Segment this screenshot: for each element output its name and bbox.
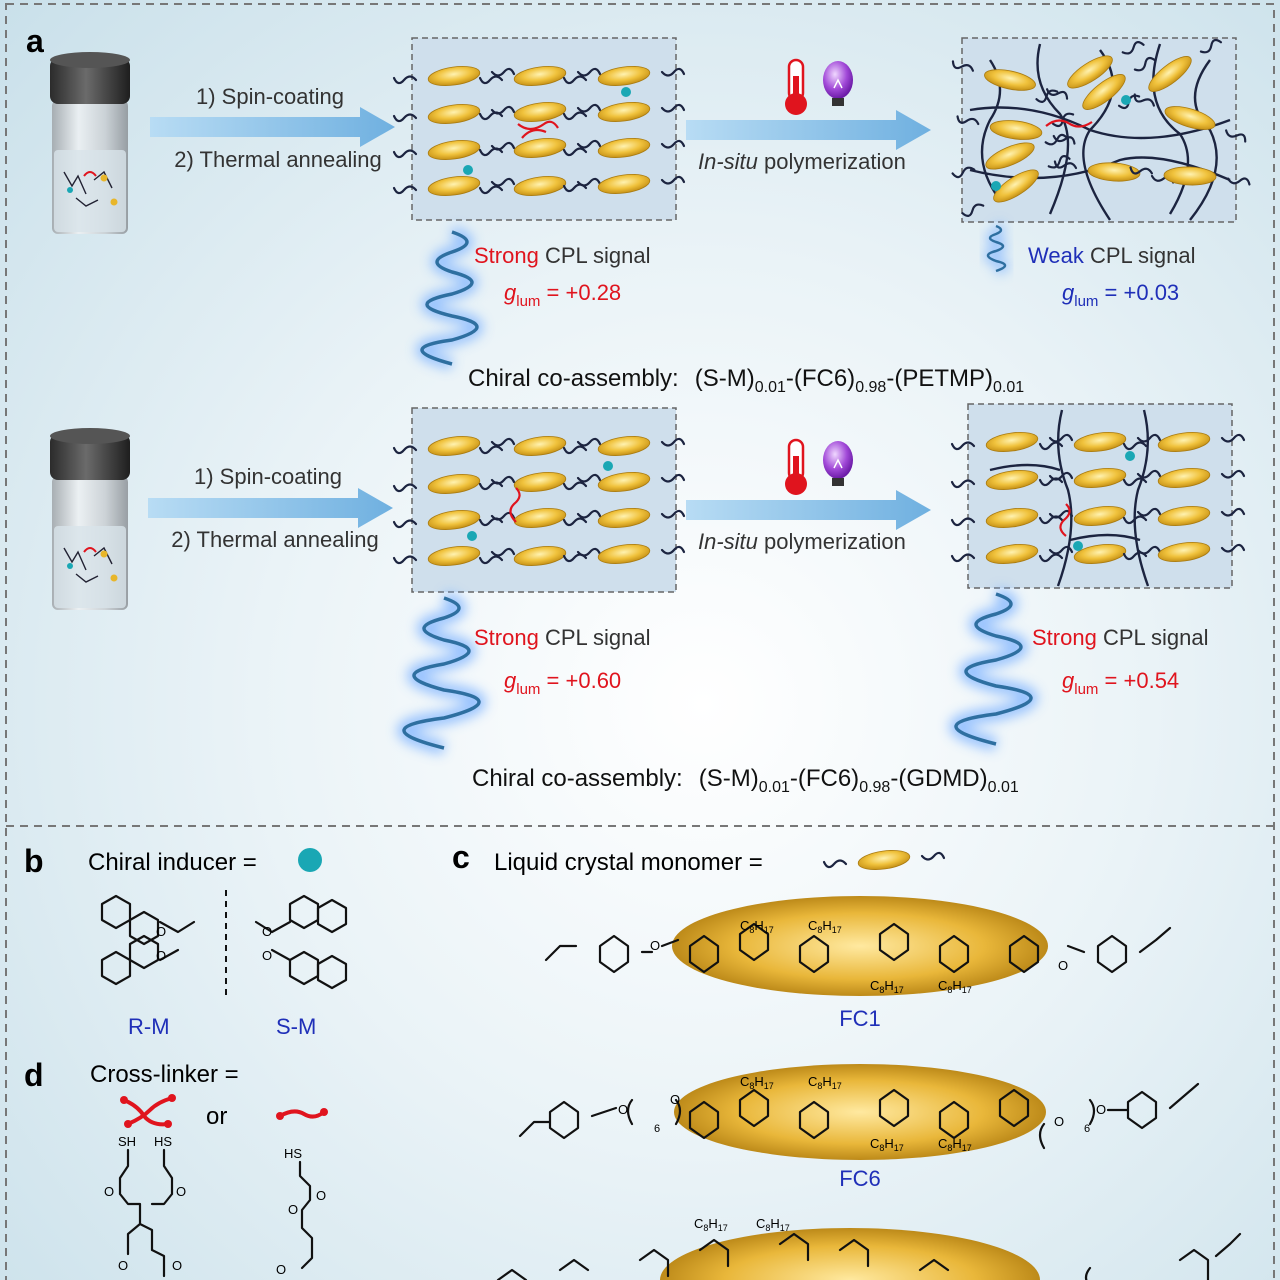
helix-strong-1 [416, 226, 483, 370]
cross-linker-title: Cross-linker = [90, 1061, 239, 1088]
svg-text:O: O [276, 1262, 286, 1277]
c8h17-label: C8H17 [694, 1216, 728, 1233]
or-label: or [206, 1103, 227, 1130]
svg-text:O: O [650, 938, 660, 953]
c8h17-label: C8H17 [870, 1136, 904, 1153]
ordered-network-2 [950, 409, 1246, 587]
svg-text:O: O [156, 948, 166, 963]
row2: 1) Spin-coating 2) Thermal annealing In-… [49, 403, 1246, 796]
c8h17-label: C8H17 [938, 978, 972, 995]
third-monomer-structure: C8H17 C8H17 [496, 1216, 1242, 1280]
svg-text:O: O [316, 1188, 326, 1203]
fc6-label: FC6 [839, 1166, 881, 1191]
lc-monomer-icon [822, 846, 946, 874]
panel-c: Liquid crystal monomer = O O C8H17 C8H17… [494, 846, 1242, 1280]
step-spin-coating: 1) Spin-coating [196, 84, 344, 109]
petmp-structure: SH HS O O O O [104, 1134, 186, 1278]
chiral-inducer-dot [298, 848, 322, 872]
svg-text:O: O [118, 1258, 128, 1273]
tetra-crosslinker-icon [120, 1094, 176, 1128]
polymerization-arrow-1 [686, 110, 931, 150]
svg-text:HS: HS [154, 1134, 172, 1149]
panel-d: Cross-linker = or SH HS O O O O HS O O O [90, 1061, 328, 1278]
fc1-label: FC1 [839, 1006, 881, 1031]
panel-label-a: a [26, 23, 44, 59]
cpl-label-1-left: Strong CPL signal [474, 243, 651, 268]
svg-text:O: O [156, 924, 166, 939]
cpl-label-2-left: Strong CPL signal [474, 625, 651, 650]
step-thermal-annealing: 2) Thermal annealing [174, 147, 382, 172]
glum-value-1-right: glum = +0.03 [1062, 280, 1179, 310]
svg-text:O: O [618, 1102, 628, 1117]
assembly-formula-1: Chiral co-assembly:(S-M)0.01-(FC6)0.98-(… [468, 365, 1024, 396]
c8h17-label: C8H17 [756, 1216, 790, 1233]
six-subscript-left: 6 [654, 1123, 660, 1135]
panel-label-b: b [24, 843, 44, 879]
polymerization-label: In-situ polymerization [698, 149, 906, 174]
ordered-monomers-2 [392, 432, 686, 570]
glum-value-1-left: glum = +0.28 [504, 280, 621, 310]
c8h17-label: C8H17 [938, 1136, 972, 1153]
polymerization-arrow-2 [686, 490, 931, 530]
s-m-structure: O O [254, 894, 348, 990]
r-m-label: R-M [128, 1014, 170, 1039]
fc6-structure: O O 6 O O 6 C8H17 C8H17 C8H17 C8H17 [518, 1064, 1200, 1160]
ordered-monomers [392, 62, 686, 200]
svg-text:O: O [262, 948, 272, 963]
glum-value-2-right: glum = +0.54 [1062, 668, 1179, 698]
c8h17-label: C8H17 [808, 1074, 842, 1091]
lc-monomer-title: Liquid crystal monomer = [494, 849, 763, 876]
svg-text:O: O [1058, 958, 1068, 973]
c8h17-label: C8H17 [870, 978, 904, 995]
disordered-network [947, 32, 1253, 224]
process-arrow-1 [150, 107, 395, 147]
c8h17-label: C8H17 [740, 918, 774, 935]
uv-lamp-icon [822, 60, 854, 107]
svg-text:O: O [670, 1092, 680, 1107]
fc1-structure: O O C8H17 C8H17 C8H17 C8H17 [544, 896, 1172, 996]
process-arrow-2 [148, 488, 393, 528]
cpl-label-2-right: Strong CPL signal [1032, 625, 1209, 650]
svg-text:SH: SH [118, 1134, 136, 1149]
svg-text:O: O [1096, 1102, 1106, 1117]
vial-2 [49, 427, 131, 611]
gdmd-structure: HS O O O [276, 1146, 326, 1277]
svg-text:HS: HS [284, 1146, 302, 1161]
svg-text:O: O [172, 1258, 182, 1273]
svg-text:O: O [288, 1202, 298, 1217]
row1: 1) Spin-coating 2) Thermal annealing In-… [49, 32, 1253, 396]
thermometer-icon [783, 58, 809, 117]
chiral-inducer-title: Chiral inducer = [88, 849, 257, 876]
outer-dashed-border [5, 3, 1275, 1280]
r-m-structure: O O [100, 894, 196, 986]
linear-crosslinker-icon [276, 1108, 328, 1120]
polymerization-label-2: In-situ polymerization [698, 529, 906, 554]
helix-weak-1 [984, 222, 1009, 275]
helix-strong-2-right [949, 587, 1038, 751]
c8h17-label: C8H17 [740, 1074, 774, 1091]
step-thermal-annealing-2: 2) Thermal annealing [171, 527, 379, 552]
vial-1 [49, 51, 131, 235]
cpl-label-1-right: Weak CPL signal [1028, 243, 1196, 268]
helix-strong-2-left [397, 591, 486, 755]
six-subscript-right: 6 [1084, 1123, 1090, 1135]
svg-text:O: O [262, 924, 272, 939]
svg-text:O: O [176, 1184, 186, 1199]
step-spin-coating-2: 1) Spin-coating [194, 464, 342, 489]
thermometer-icon-2 [783, 438, 809, 497]
panel-label-d: d [24, 1057, 44, 1093]
glum-value-2-left: glum = +0.60 [504, 668, 621, 698]
panel-b: Chiral inducer = O O O O R-M S-M [88, 848, 348, 1039]
assembly-formula-2: Chiral co-assembly:(S-M)0.01-(FC6)0.98-(… [472, 765, 1019, 796]
svg-text:O: O [104, 1184, 114, 1199]
uv-lamp-icon-2 [822, 440, 854, 487]
svg-text:O: O [1054, 1114, 1064, 1129]
panel-label-c: c [452, 839, 470, 875]
c8h17-label: C8H17 [808, 918, 842, 935]
s-m-label: S-M [276, 1014, 316, 1039]
